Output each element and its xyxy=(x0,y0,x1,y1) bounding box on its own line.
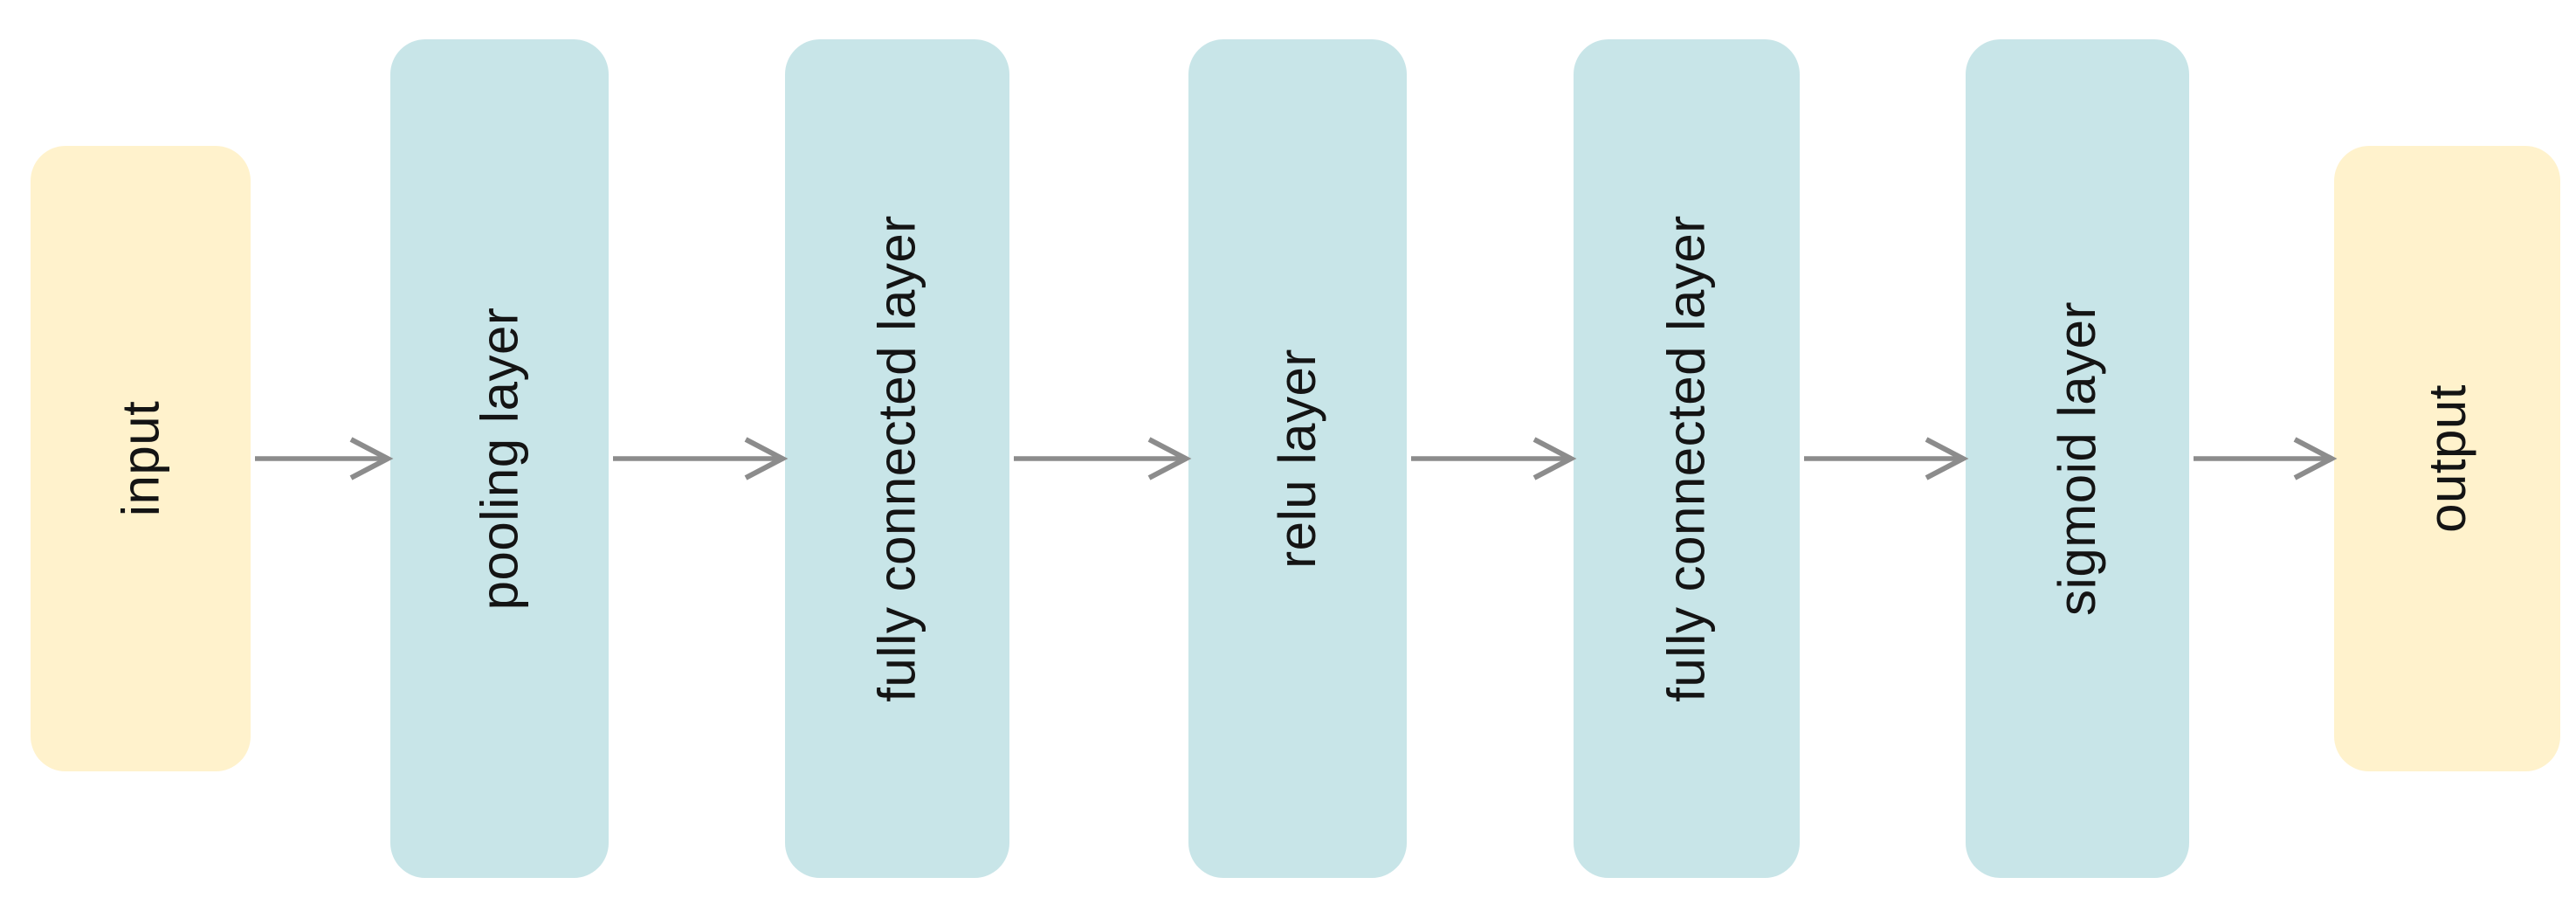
flow-arrow-2 xyxy=(613,437,789,480)
arrow-head xyxy=(1533,437,1577,480)
node-sigmoid-layer: sigmoid layer xyxy=(1966,39,2189,878)
flow-arrow-1 xyxy=(255,437,394,480)
node-label: fully connected layer xyxy=(867,215,926,702)
node-label: output xyxy=(2417,384,2476,533)
node-label: relu layer xyxy=(1268,349,1326,569)
node-relu-layer: relu layer xyxy=(1188,39,1407,878)
node-label: input xyxy=(110,400,169,517)
node-pooling-layer: pooling layer xyxy=(390,39,609,878)
arrow-head xyxy=(1925,437,1969,480)
node-label: pooling layer xyxy=(470,307,529,611)
flow-arrow-6 xyxy=(2194,437,2338,480)
node-fully-connected-layer-2: fully connected layer xyxy=(1574,39,1800,878)
flow-arrow-5 xyxy=(1804,437,1969,480)
flow-arrow-3 xyxy=(1014,437,1192,480)
arrow-head xyxy=(744,437,789,480)
arrow-head xyxy=(349,437,394,480)
arrow-head xyxy=(1147,437,1192,480)
flow-arrow-4 xyxy=(1411,437,1577,480)
arrow-head xyxy=(2293,437,2338,480)
node-output: output xyxy=(2334,146,2560,771)
node-fully-connected-layer-1: fully connected layer xyxy=(785,39,1009,878)
node-input: input xyxy=(31,146,251,771)
node-label: sigmoid layer xyxy=(2048,301,2106,616)
node-label: fully connected layer xyxy=(1656,215,1716,702)
